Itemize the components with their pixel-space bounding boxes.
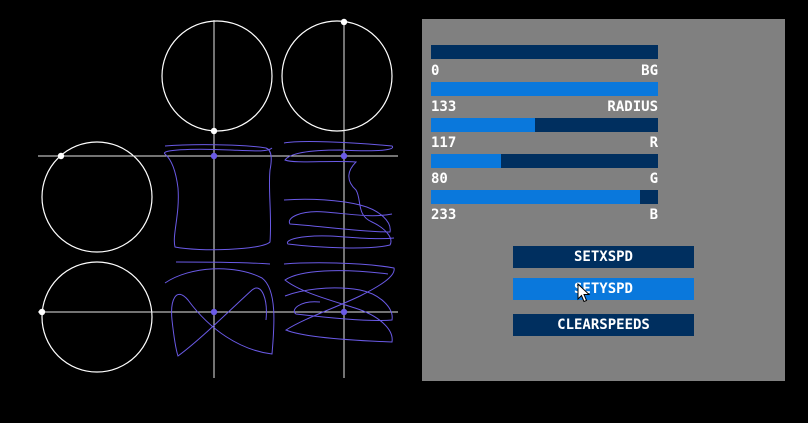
- bg-slider-label: BG: [641, 63, 658, 79]
- radius-slider-value: 133: [431, 99, 457, 115]
- r-slider-fill: [431, 118, 536, 132]
- g-slider[interactable]: [431, 154, 658, 168]
- radius-slider-fill: [431, 82, 658, 96]
- r-slider[interactable]: [431, 118, 658, 132]
- lissajous-curve-2-2: [283, 262, 395, 343]
- lissajous-curve-1-1: [164, 144, 273, 251]
- top-circle-1: [161, 20, 273, 132]
- intersection-2-2: [340, 308, 348, 316]
- g-slider-label: G: [649, 171, 658, 187]
- point-top-2: [340, 18, 348, 26]
- g-slider-fill: [431, 154, 502, 168]
- top-circle-2: [281, 20, 393, 132]
- control-panel: 0 BG 133 RADIUS 117 R 80 G 233 B SETXSPD…: [422, 19, 785, 381]
- point-left-2: [38, 308, 46, 316]
- lissajous-curve-1-2: [283, 141, 395, 249]
- point-left-1: [57, 152, 65, 160]
- setxspd-button[interactable]: SETXSPD: [513, 246, 694, 268]
- left-circle-1: [41, 141, 153, 253]
- bg-slider[interactable]: [431, 45, 658, 59]
- intersection-1-1: [210, 152, 218, 160]
- b-slider-value: 233: [431, 207, 457, 223]
- bg-slider-value: 0: [431, 63, 440, 79]
- radius-slider-label: RADIUS: [607, 99, 658, 115]
- lissajous-canvas[interactable]: [0, 0, 420, 423]
- radius-slider[interactable]: [431, 82, 658, 96]
- b-slider-label: B: [649, 207, 658, 223]
- left-circle-2: [41, 261, 153, 373]
- arrow-pointer-icon: [577, 283, 591, 303]
- intersection-2-1: [210, 308, 218, 316]
- b-slider-fill: [431, 190, 640, 204]
- setyspd-button[interactable]: SETYSPD: [513, 278, 694, 300]
- point-top-1: [210, 127, 218, 135]
- r-slider-value: 117: [431, 135, 457, 151]
- g-slider-value: 80: [431, 171, 448, 187]
- b-slider[interactable]: [431, 190, 658, 204]
- clearspeeds-button[interactable]: CLEARSPEEDS: [513, 314, 694, 336]
- r-slider-label: R: [649, 135, 658, 151]
- intersection-1-2: [340, 152, 348, 160]
- lissajous-curve-2-1: [164, 261, 275, 357]
